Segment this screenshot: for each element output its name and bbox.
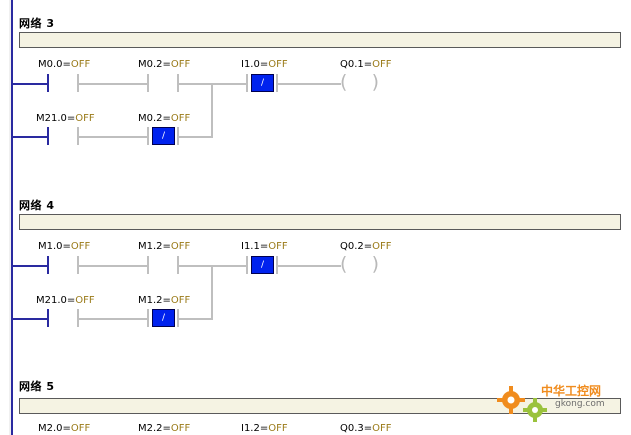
wire [79,83,149,85]
energized-wire [13,136,49,138]
contact-label: M21.0=OFF [36,113,95,124]
watermark-title: 中华工控网 [541,384,602,398]
wire [79,265,149,267]
network-title: 网络 5 [19,380,55,393]
wire [79,318,149,320]
contact-no-left[interactable] [47,74,49,92]
coil-label: Q0.2=OFF [340,241,392,252]
contact-nc-left[interactable] [147,309,149,327]
contact-label: M1.0=OFF [38,241,91,252]
contact-no-left[interactable] [147,256,149,274]
contact-label: I1.0=OFF [241,59,288,70]
contact-label: I1.1=OFF [241,241,288,252]
contact-nc-left[interactable] [246,256,248,274]
contact-no-left[interactable] [47,256,49,274]
contact-nc-right[interactable] [276,74,278,92]
wire [179,318,213,320]
wire [278,265,341,267]
wire [278,83,341,85]
contact-nc-right[interactable] [177,127,179,145]
network-title: 网络 3 [19,17,55,30]
contact-no-right[interactable] [77,127,79,145]
energized-wire [13,265,49,267]
energized-wire [13,83,49,85]
contact-label: M1.2=OFF [138,295,191,306]
contact-no-left[interactable] [47,309,49,327]
coil-label: Q0.1=OFF [340,59,392,70]
contact-no-right[interactable] [77,309,79,327]
contact-no-right[interactable] [77,256,79,274]
contact-no-right[interactable] [177,74,179,92]
branch-wire [211,265,213,320]
contact-label: M0.2=OFF [138,113,191,124]
network-comment[interactable] [19,32,621,48]
coil-label: Q0.3=OFF [340,423,392,434]
watermark-domain: gkong.com [555,399,605,409]
energized-wire [13,318,49,320]
contact-label: M21.0=OFF [36,295,95,306]
contact-nc-left[interactable] [246,74,248,92]
contact-label: M2.2=OFF [138,423,191,434]
network-comment[interactable] [19,398,621,414]
contact-no-left[interactable] [47,127,49,145]
watermark-logo: 中华工控网 gkong.com [497,382,627,427]
contact-no-right[interactable] [177,256,179,274]
contact-nc[interactable]: / [251,74,274,92]
contact-nc[interactable]: / [152,309,175,327]
left-margin [0,0,11,435]
contact-no-left[interactable] [147,74,149,92]
wire [79,136,149,138]
contact-nc-right[interactable] [276,256,278,274]
contact-nc[interactable]: / [152,127,175,145]
wire [179,83,248,85]
network-comment[interactable] [19,214,621,230]
output-coil[interactable]: ( ) [340,71,379,93]
gear-icon [497,386,547,422]
contact-no-right[interactable] [77,74,79,92]
contact-label: M0.2=OFF [138,59,191,70]
contact-label: M0.0=OFF [38,59,91,70]
contact-label: I1.2=OFF [241,423,288,434]
branch-wire [211,83,213,138]
power-rail [11,0,13,435]
contact-label: M2.0=OFF [38,423,91,434]
contact-nc-left[interactable] [147,127,149,145]
wire [179,265,248,267]
wire [179,136,213,138]
output-coil[interactable]: ( ) [340,253,379,275]
network-title: 网络 4 [19,199,55,212]
contact-nc-right[interactable] [177,309,179,327]
contact-label: M1.2=OFF [138,241,191,252]
contact-nc[interactable]: / [251,256,274,274]
